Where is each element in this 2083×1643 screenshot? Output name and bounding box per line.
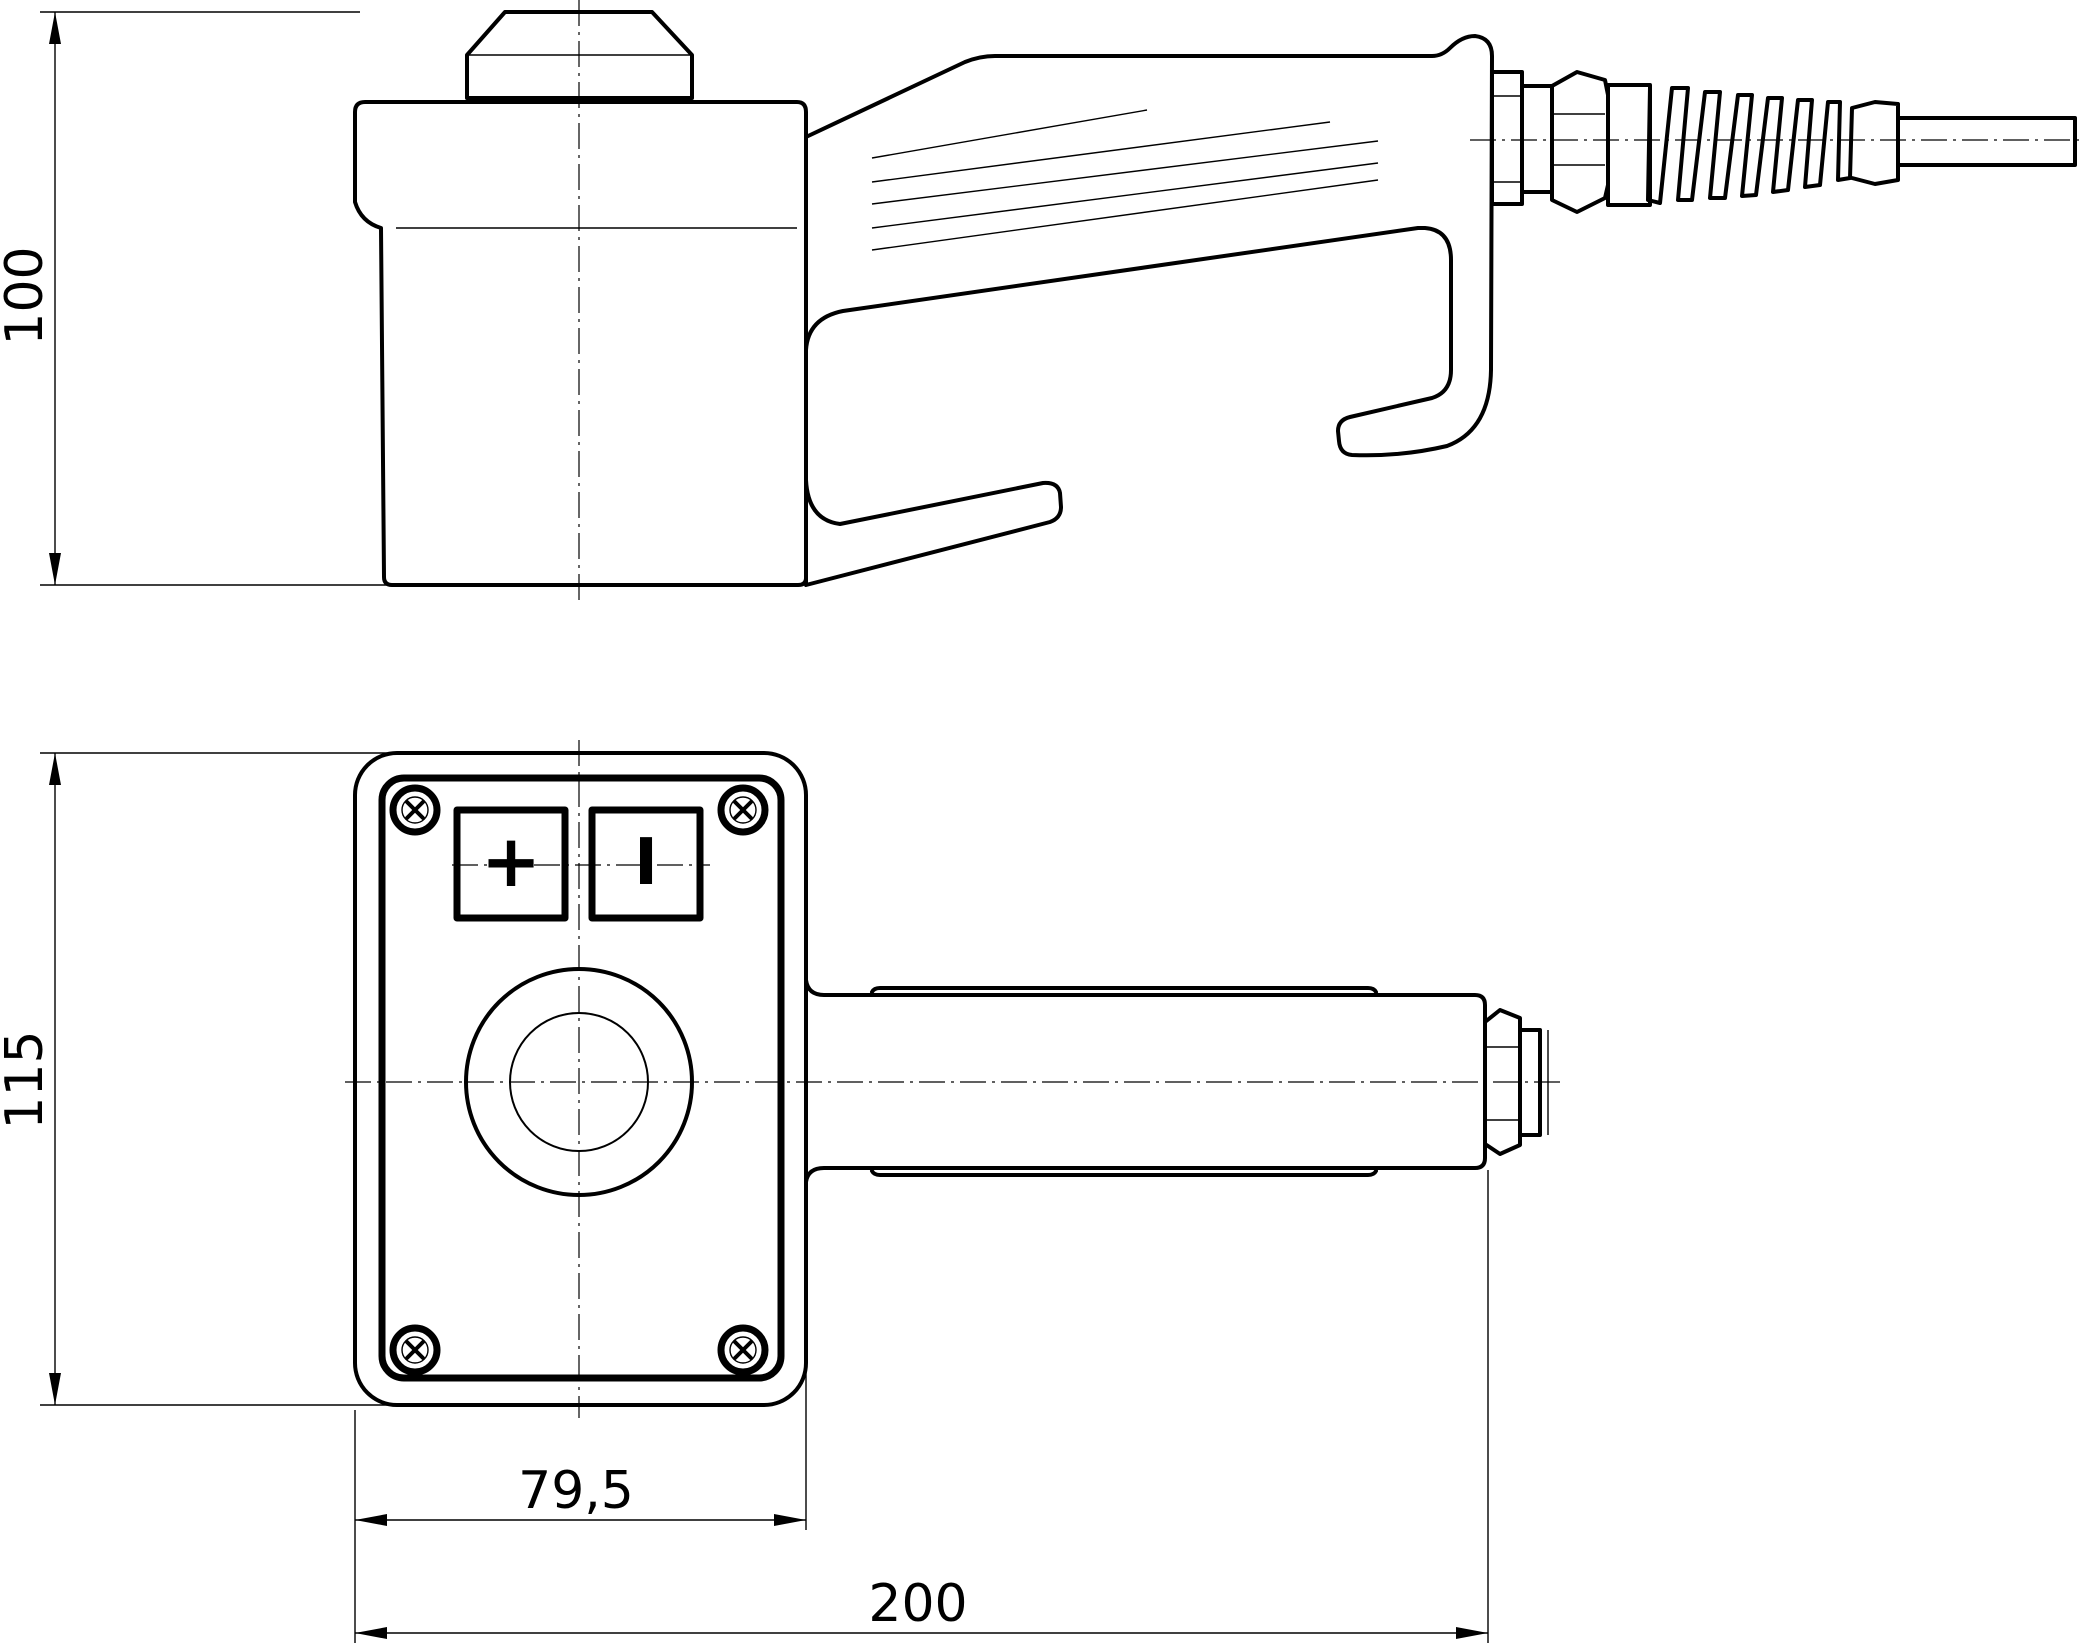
dimension-front-height-label: 115: [0, 1030, 55, 1129]
grip-hatching: [871, 109, 1379, 251]
dimension-overall-length-label: 200: [868, 1574, 967, 1634]
dimension-overall-length: 200: [354, 1170, 1489, 1643]
front-plate: [378, 774, 785, 1382]
dimension-front-width-label: 79,5: [518, 1461, 634, 1521]
dimension-side-height: 100: [0, 11, 390, 586]
side-handle: [804, 34, 1494, 587]
side-housing: [353, 100, 808, 587]
dimension-front-height: 115: [0, 752, 390, 1406]
strain-relief-spring: [1646, 86, 1900, 205]
front-handle-arm: [804, 978, 1487, 1184]
dimension-front-width: 79,5: [354, 1180, 807, 1530]
side-view: [353, 0, 2083, 600]
screw-bottom-left: [389, 1324, 441, 1376]
screw-bottom-right: [717, 1324, 769, 1376]
front-view: + I: [345, 740, 1560, 1418]
side-cable: [1896, 116, 2077, 167]
screw-top-left: [389, 784, 441, 836]
minus-button: I: [588, 806, 704, 922]
dimension-side-height-label: 100: [0, 246, 55, 345]
screw-top-right: [717, 784, 769, 836]
front-housing-outer: [353, 751, 808, 1407]
minus-button-symbol: I: [634, 826, 658, 900]
plus-button: +: [453, 806, 569, 922]
plus-button-symbol: +: [481, 819, 541, 903]
side-cable-gland: [1490, 70, 1652, 214]
